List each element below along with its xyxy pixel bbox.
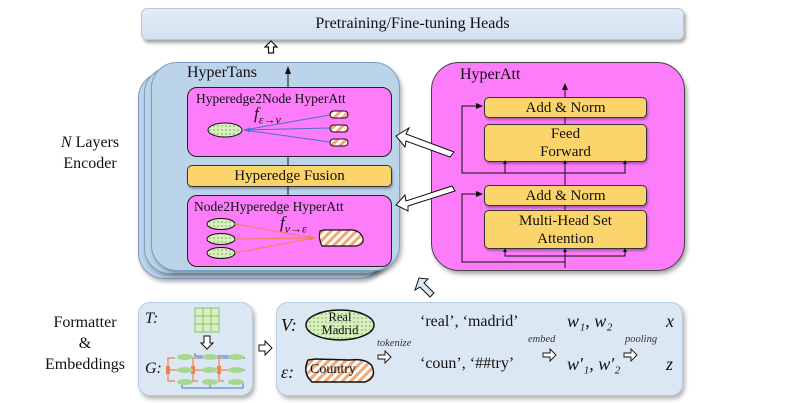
embed-arrow-icon: [542, 347, 557, 363]
pooling-label: pooling: [625, 334, 658, 345]
h2n-function-label: fε→v: [254, 104, 281, 127]
pretraining-heads-box: Pretraining/Fine-tuning Heads: [141, 8, 684, 40]
tokenize-label: tokenize: [377, 338, 412, 349]
tokenize-arrow-icon: [377, 349, 392, 365]
hyperedge-fusion-block: Hyperedge Fusion: [187, 165, 392, 187]
hyperedge-pill-icon: [329, 124, 349, 133]
edge-output: z: [666, 354, 674, 374]
hyperedge-pill-icon: [329, 138, 349, 147]
formatter-text: Formatter: [53, 314, 117, 331]
n2h-function-label: fv→ε: [280, 213, 307, 236]
graph-symbol: G:: [145, 360, 162, 377]
table-grid-icon: [194, 307, 220, 333]
embeddings-text: Embeddings: [45, 356, 125, 373]
country-label: Country: [310, 362, 356, 377]
add-norm-top-label: Add & Norm: [525, 99, 606, 116]
add-norm-top-block: Add & Norm: [484, 97, 647, 118]
madrid-text: Madrid: [321, 323, 359, 337]
up-hollow-arrow-icon: [263, 40, 279, 54]
hyperedge-pill-icon: [329, 110, 349, 119]
embed-label: embed: [528, 334, 556, 345]
down-hollow-arrow-icon: [199, 335, 215, 350]
encoder-text: Encoder: [63, 155, 117, 172]
hyperedge2node-title: Hyperedge2Node HyperAtt: [196, 91, 346, 106]
node2hyperedge-title: Node2Hyperedge HyperAtt: [194, 199, 344, 214]
mhsa-line2: Attention: [537, 230, 594, 247]
n-variable: N: [60, 134, 72, 151]
func-subscript: v→ε: [284, 221, 307, 236]
n-layers-encoder-label: N Layers Encoder: [40, 132, 140, 174]
func-f: f: [254, 104, 259, 123]
ampersand-text: &: [78, 335, 92, 352]
func-subscript: ε→v: [258, 112, 281, 127]
node-tokens: ‘real’, ‘madrid’: [420, 313, 519, 330]
node-ellipse-icon: [207, 122, 243, 138]
pretraining-heads-label: Pretraining/Fine-tuning Heads: [315, 15, 510, 32]
formatter-embeddings-label: Formatter & Embeddings: [30, 312, 140, 375]
node-output: x: [666, 311, 674, 331]
hyperedge-blob-icon: [318, 229, 364, 247]
up-left-arrow-icon: [414, 277, 435, 298]
hypertrans-title: HyperTans: [187, 64, 257, 81]
feed-forward-line1: Feed: [550, 126, 581, 142]
add-norm-bottom-label: Add & Norm: [525, 187, 606, 204]
real-madrid-label: Real Madrid: [310, 311, 370, 337]
edge-set-symbol: ε:: [281, 362, 295, 382]
real-text: Real: [328, 310, 352, 324]
hollow-arrow-icon: [395, 185, 456, 212]
feed-forward-block: Feed Forward: [484, 124, 647, 162]
hyperatt-title: HyperAtt: [460, 66, 521, 83]
hollow-arrow-icon: [395, 126, 455, 158]
mhsa-line1: Multi-Head Set: [519, 212, 612, 229]
country-hyperedge-icon: [305, 358, 375, 383]
real-madrid-node-icon: [305, 309, 375, 341]
edge-vectors: w′₁, w′₂: [567, 354, 621, 374]
hyperedge-fusion-label: Hyperedge Fusion: [234, 168, 345, 184]
edge-tokens: ‘coun’, ‘##try’: [420, 355, 515, 372]
pooling-arrow-icon: [623, 347, 638, 363]
feed-forward-line2: Forward: [540, 144, 591, 160]
node-set-symbol: V:: [281, 315, 297, 335]
node-vectors: w₁, w₂: [567, 311, 613, 331]
layers-text: Layers: [71, 134, 120, 151]
right-hollow-arrow-icon: [258, 339, 273, 357]
table-symbol: T:: [145, 310, 159, 327]
func-f: f: [280, 213, 285, 232]
